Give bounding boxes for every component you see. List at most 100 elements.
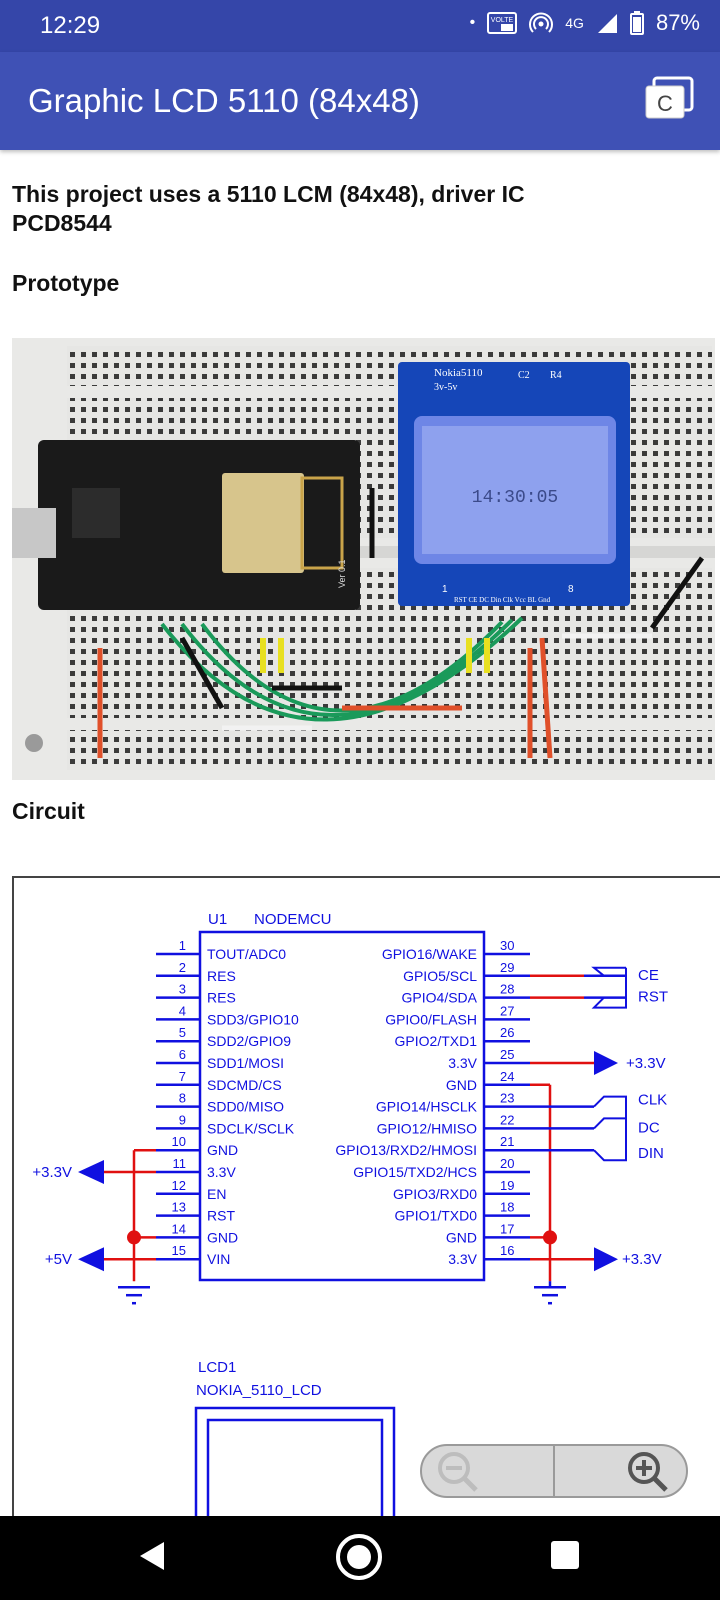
part-ref: U1 bbox=[208, 911, 227, 928]
right-pin-num: 19 bbox=[500, 1178, 514, 1193]
prototype-photo: Ver 0.1 Nokia5110 3v-5v C2 R4 14:30:05 1… bbox=[12, 338, 715, 780]
volte-icon: VOLTE bbox=[487, 12, 518, 34]
right-pin-name: GPIO3/RXD0 bbox=[393, 1186, 477, 1202]
left-pin-num: 15 bbox=[172, 1243, 186, 1258]
battery-icon bbox=[629, 11, 644, 35]
left-pin-num: 12 bbox=[172, 1178, 186, 1193]
status-icons: • VOLTE 4G 87% bbox=[470, 10, 700, 36]
power-33-left: +3.3V bbox=[32, 1164, 72, 1181]
right-pin-name: 3.3V bbox=[448, 1251, 477, 1267]
power-33-right-top: +3.3V bbox=[626, 1055, 666, 1072]
left-pin-num: 13 bbox=[172, 1200, 186, 1215]
power-arrow-left bbox=[78, 1160, 104, 1184]
right-pin-name: GPIO16/WAKE bbox=[382, 946, 477, 962]
lcd-brand: Nokia5110 bbox=[434, 367, 483, 379]
net-ce: CE bbox=[638, 967, 659, 984]
lcd-outline bbox=[194, 1406, 396, 1516]
zoom-controls bbox=[420, 1444, 688, 1498]
volte-label: VOLTE bbox=[491, 17, 514, 24]
left-pin-name: GND bbox=[207, 1229, 238, 1245]
network-type: 4G bbox=[565, 15, 584, 31]
signal-icon bbox=[597, 14, 617, 33]
right-pin-name: GPIO14/HSCLK bbox=[376, 1099, 478, 1115]
recents-icon[interactable] bbox=[548, 1538, 582, 1572]
net-dc: DC bbox=[638, 1119, 660, 1136]
hotspot-icon bbox=[529, 12, 554, 33]
app-bar: Graphic LCD 5110 (84x48) C bbox=[0, 52, 720, 150]
lcd-pin-1: 1 bbox=[442, 584, 448, 595]
left-pin-name: EN bbox=[207, 1186, 226, 1202]
part-name: NODEMCU bbox=[254, 911, 332, 928]
left-pin-name: 3.3V bbox=[207, 1164, 236, 1180]
left-pin-num: 3 bbox=[179, 982, 186, 997]
right-pin-name: GPIO13/RXD2/HMOSI bbox=[335, 1142, 477, 1158]
content-scroll[interactable]: This project uses a 5110 LCM (84x48), dr… bbox=[0, 150, 720, 1516]
right-pin-name: 3.3V bbox=[448, 1055, 477, 1071]
power-33-right-bottom: +3.3V bbox=[622, 1251, 662, 1268]
right-pin-name: GPIO15/TXD2/HCS bbox=[353, 1164, 477, 1180]
right-pin-num: 16 bbox=[500, 1243, 514, 1258]
power-arrow-top bbox=[594, 1051, 618, 1075]
power-arrow-bottom-right bbox=[594, 1247, 618, 1272]
lcd-c2: C2 bbox=[518, 370, 530, 381]
left-pin-num: 8 bbox=[179, 1091, 186, 1106]
right-pin-name: GPIO2/TXD1 bbox=[395, 1033, 478, 1049]
left-pin-num: 10 bbox=[172, 1134, 186, 1149]
lcd-ref: LCD1 bbox=[198, 1359, 236, 1376]
junction-left bbox=[127, 1230, 141, 1245]
left-pin-name: SDD0/MISO bbox=[207, 1099, 284, 1115]
net-clk: CLK bbox=[638, 1092, 667, 1109]
dot-icon: • bbox=[469, 14, 476, 31]
right-pin-num: 20 bbox=[500, 1156, 514, 1171]
left-pin-num: 11 bbox=[173, 1156, 187, 1171]
lcd-voltage: 3v-5v bbox=[434, 382, 457, 393]
back-icon[interactable] bbox=[130, 1534, 174, 1578]
home-icon[interactable] bbox=[334, 1532, 384, 1582]
left-pin-num: 5 bbox=[179, 1025, 186, 1040]
board-version: Ver 0.1 bbox=[337, 559, 347, 588]
copy-c-icon[interactable]: C bbox=[644, 76, 694, 122]
right-pin-num: 18 bbox=[500, 1200, 514, 1215]
ce-connector bbox=[591, 966, 626, 977]
left-pin-name: SDD2/GPIO9 bbox=[207, 1033, 291, 1049]
left-pin-name: SDD3/GPIO10 bbox=[207, 1011, 299, 1027]
lcd-r4: R4 bbox=[550, 370, 562, 381]
left-pin-name: TOUT/ADC0 bbox=[207, 946, 286, 962]
right-pin-num: 28 bbox=[500, 982, 514, 997]
lcd-pin-8: 8 bbox=[568, 584, 574, 595]
left-pin-name: SDCMD/CS bbox=[207, 1077, 282, 1093]
left-pin-name: SDD1/MOSI bbox=[207, 1055, 284, 1071]
circuit-heading: Circuit bbox=[12, 798, 85, 824]
right-pin-name: GPIO12/HMISO bbox=[377, 1120, 477, 1136]
right-pin-num: 21 bbox=[500, 1134, 514, 1149]
battery-percent: 87% bbox=[655, 10, 700, 35]
power-5v-left: +5V bbox=[45, 1251, 72, 1268]
intro-text: This project uses a 5110 LCM (84x48), dr… bbox=[12, 181, 525, 236]
right-pin-name: GPIO5/SCL bbox=[403, 968, 477, 984]
right-pin-name: GND bbox=[446, 1229, 477, 1245]
net-rst: RST bbox=[638, 989, 668, 1006]
action-label: C bbox=[657, 91, 673, 116]
junction-right bbox=[543, 1230, 557, 1245]
right-pin-name: GPIO0/FLASH bbox=[385, 1011, 477, 1027]
left-pin-name: VIN bbox=[207, 1251, 230, 1267]
left-pin-num: 1 bbox=[179, 938, 186, 953]
lcd-time: 14:30:05 bbox=[472, 488, 558, 508]
right-pin-num: 25 bbox=[500, 1047, 514, 1062]
zoom-out-icon[interactable] bbox=[430, 1450, 490, 1492]
left-pin-name: RES bbox=[207, 968, 236, 984]
right-pin-name: GPIO1/TXD0 bbox=[395, 1208, 478, 1224]
right-pin-num: 17 bbox=[500, 1221, 514, 1236]
right-pin-num: 30 bbox=[500, 938, 514, 953]
status-time: 12:29 bbox=[40, 12, 101, 39]
lcd-name: NOKIA_5110_LCD bbox=[196, 1382, 322, 1399]
left-pin-num: 4 bbox=[179, 1003, 186, 1018]
prototype-heading: Prototype bbox=[12, 270, 120, 296]
left-pin-num: 7 bbox=[179, 1069, 186, 1084]
zoom-in-icon[interactable] bbox=[620, 1450, 680, 1492]
lcd-screen bbox=[206, 1418, 384, 1516]
left-pin-name: GND bbox=[207, 1142, 238, 1158]
spi-connector-mid bbox=[593, 1117, 626, 1130]
navigation-bar bbox=[0, 1516, 720, 1600]
